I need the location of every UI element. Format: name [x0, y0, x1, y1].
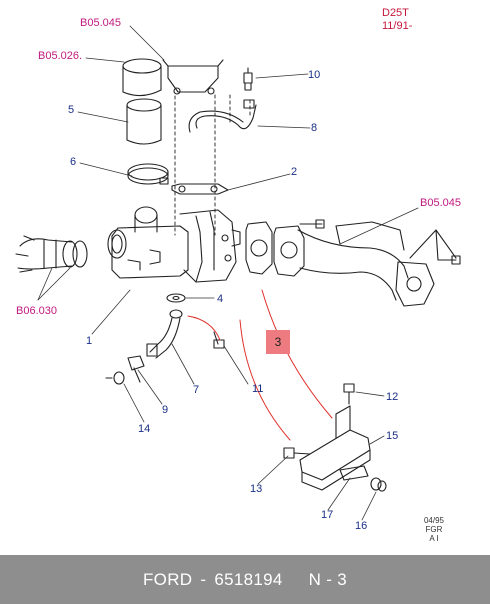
- part-number-label: 5: [68, 104, 75, 116]
- part-number-label: 14: [138, 423, 151, 435]
- plain-washer: [370, 477, 387, 492]
- exhaust-elbow: [245, 221, 435, 307]
- oil-pipe: [188, 99, 257, 133]
- bracket-bolt: [343, 383, 355, 405]
- part-number-label: 11: [252, 383, 264, 395]
- part-number-label: 17: [321, 509, 334, 521]
- hose-clamp: [127, 163, 169, 185]
- spacer-tube: [339, 465, 369, 481]
- part-number-label: 7: [193, 384, 200, 396]
- ref-b05045-right: B05.045: [420, 197, 461, 209]
- footer-part-number: 6518194: [214, 569, 283, 589]
- inlet-pipe: [122, 58, 162, 97]
- banjo-bolt: [213, 331, 225, 349]
- sealing-washer: [105, 371, 125, 385]
- washer: [166, 293, 186, 303]
- header-model: D25T: [382, 7, 409, 19]
- intake-hose: [126, 98, 162, 145]
- part-number-label: 4: [217, 293, 224, 305]
- part-number-label: 2: [291, 166, 298, 178]
- part-number-label: 13: [250, 483, 263, 495]
- union-fitting: [243, 67, 253, 91]
- part-number-label: 15: [386, 430, 399, 442]
- part-number-label: 8: [311, 122, 318, 134]
- exploded-view-drawing: [15, 25, 461, 521]
- adaptor: [127, 355, 145, 383]
- footer-separator: -: [200, 569, 207, 589]
- turbocharger: [107, 206, 241, 283]
- footer-bar: FORD - 6518194 N - 3: [0, 555, 490, 604]
- part-number-label: 9: [162, 404, 169, 416]
- intake-duct: [15, 235, 88, 273]
- stamp-date: 04/95: [423, 516, 445, 525]
- ref-b05045-top: B05.045: [80, 17, 121, 29]
- stamp-issue: A I: [429, 534, 439, 543]
- part-number-label: 1: [86, 335, 93, 347]
- part-number-label: 12: [386, 391, 399, 403]
- oil-return-pipe: [146, 309, 183, 359]
- exhaust-stud: [299, 219, 325, 229]
- gasket: [171, 183, 229, 195]
- stamp-code: FGR: [425, 525, 443, 534]
- mounting-bolt: [283, 447, 311, 459]
- drawing-stamp: 04/95 FGR A I: [416, 516, 452, 543]
- part-number-label: 6: [70, 156, 77, 168]
- footer-position: N - 3: [308, 569, 347, 589]
- footer-brand: FORD: [143, 569, 193, 589]
- flange-bolt: [409, 229, 461, 265]
- part-number-label: 10: [308, 69, 321, 81]
- part-number-label: 16: [355, 520, 368, 532]
- highlighted-part-3: 3: [266, 330, 290, 354]
- ref-b06030: B06.030: [16, 305, 57, 317]
- support-bracket: [299, 405, 371, 491]
- ref-b05026: B05.026.: [38, 50, 83, 62]
- upper-bracket: [162, 59, 224, 95]
- header-date: 11/91-: [382, 20, 413, 32]
